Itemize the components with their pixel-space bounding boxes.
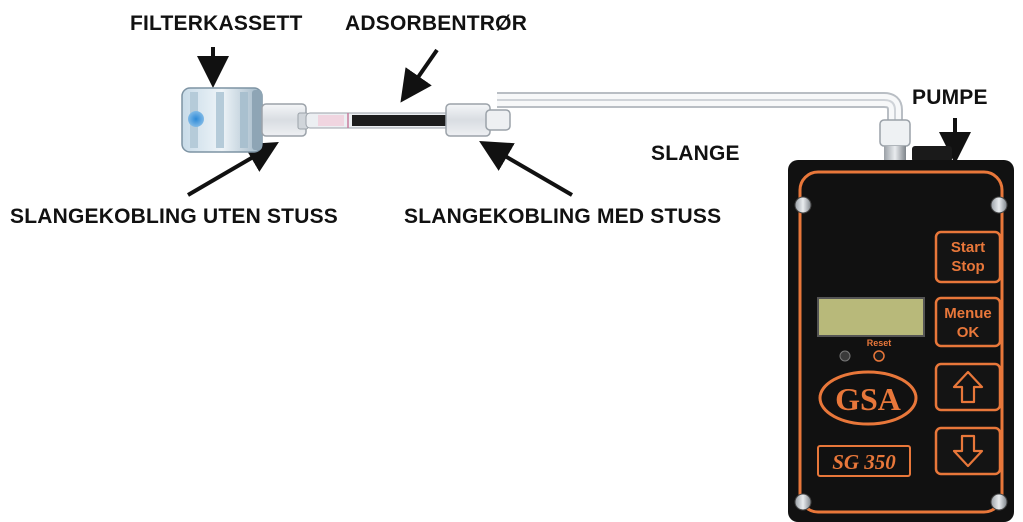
arrow-up-icon (952, 370, 984, 404)
model-label: SG 350 (832, 450, 896, 474)
arrow-slangekobling-med-stuss (479, 140, 574, 197)
filter-blue-dot (188, 111, 204, 127)
gsa-logo: GSA (818, 370, 918, 426)
down-button[interactable] (934, 426, 1002, 476)
brand-label: GSA (835, 381, 901, 417)
arrow-adsorbentror (400, 48, 439, 103)
model-plate: SG 350 (817, 445, 911, 477)
screw-icons (794, 196, 1008, 511)
led-indicator (839, 350, 851, 362)
start-stop-label-2: Stop (951, 258, 984, 275)
start-stop-button[interactable]: Start Stop (934, 230, 1002, 284)
label-slangekobling-med-stuss: SLANGEKOBLING MED STUSS (404, 205, 722, 228)
slange-tube (497, 92, 903, 126)
lcd-display (817, 297, 925, 337)
start-stop-label-1: Start (951, 239, 985, 256)
arrow-down-icon (952, 434, 984, 468)
label-adsorbentror: ADSORBENTRØR (345, 12, 528, 35)
arrow-slangekobling-uten-stuss (186, 141, 279, 197)
reset-label: Reset (867, 338, 892, 348)
arrows (186, 47, 971, 197)
label-slangekobling-uten-stuss: SLANGEKOBLING UTEN STUSS (10, 205, 338, 228)
reset-button-hole (873, 350, 885, 362)
label-pumpe: PUMPE (912, 86, 988, 109)
up-button[interactable] (934, 362, 1002, 412)
filter-cassette (181, 87, 263, 153)
label-slange: SLANGE (651, 142, 740, 165)
menue-ok-label-1: Menue (944, 305, 992, 322)
label-filterkassett: FILTERKASSETT (130, 12, 303, 35)
menue-ok-button[interactable]: Menue OK (934, 296, 1002, 348)
menue-ok-label-2: OK (957, 324, 980, 341)
coupling-med-stuss (445, 103, 511, 137)
